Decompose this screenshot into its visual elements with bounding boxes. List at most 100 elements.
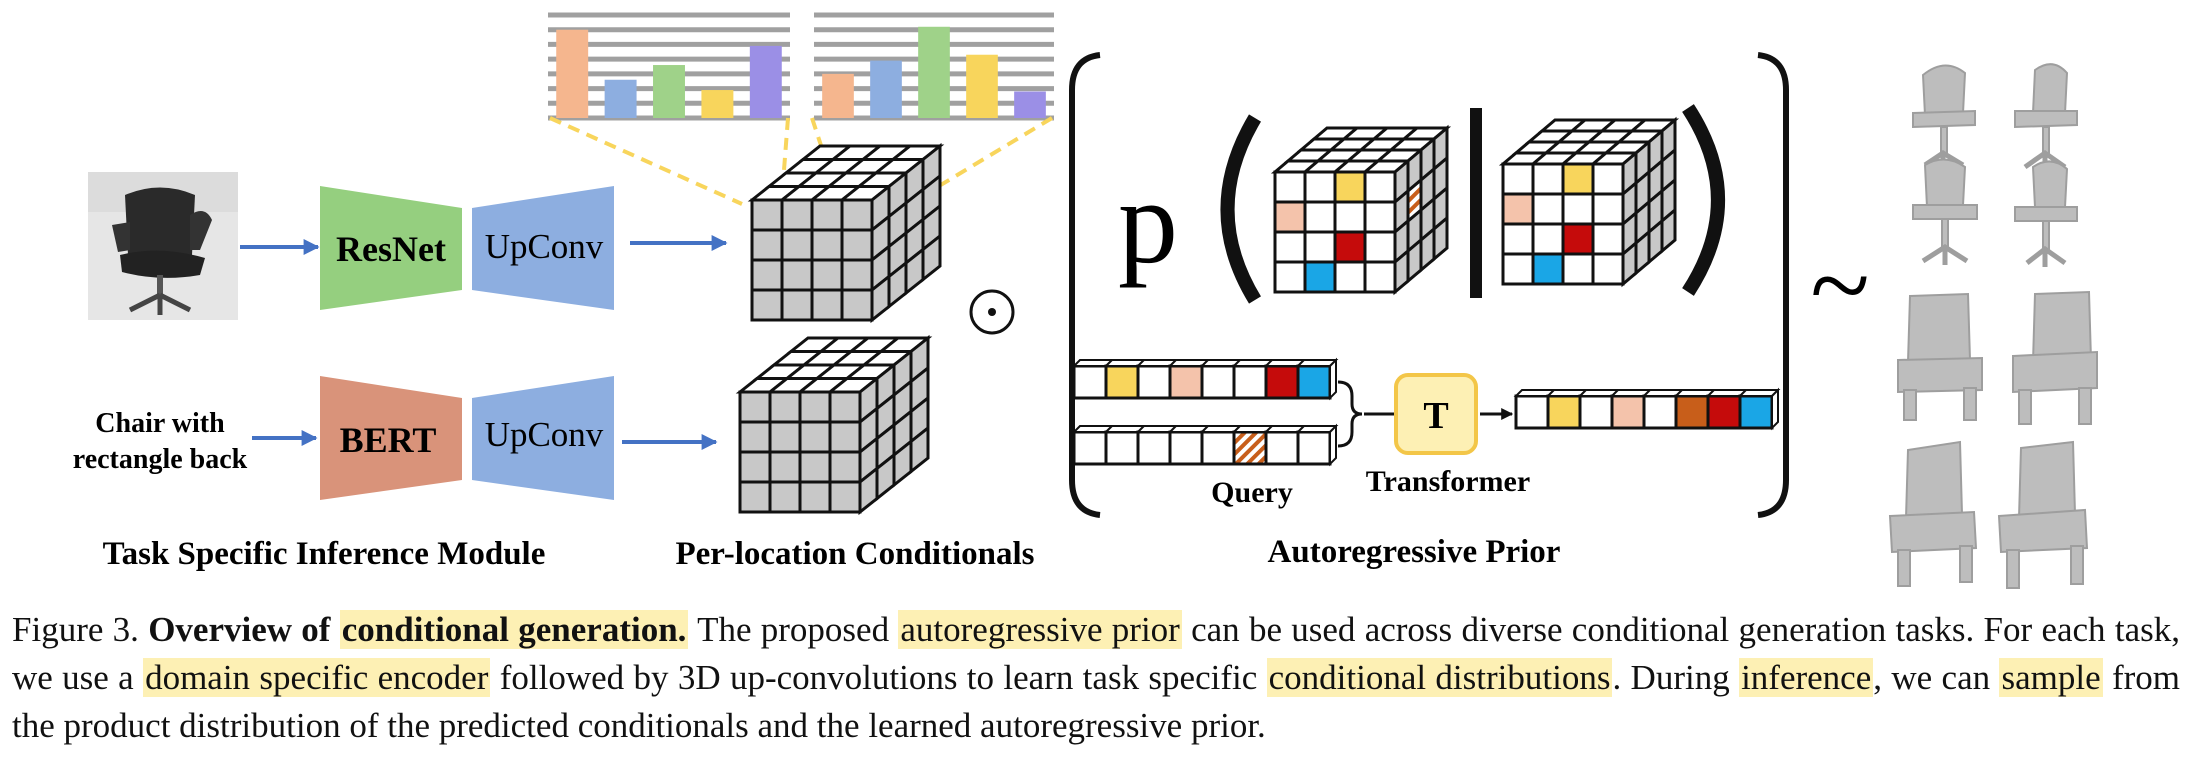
chair-photo [88, 172, 238, 320]
overview-figure: ResNet UpConv Chair with rectangle back … [73, 12, 2098, 589]
text-input-line-2: rectangle back [73, 444, 248, 475]
upconv-bottom-label: UpConv [485, 415, 604, 454]
cube-front-cell [738, 420, 772, 454]
inference-module-label: Task Specific Inference Module [103, 536, 546, 572]
cube-front-cell [840, 258, 874, 292]
chart-bar [822, 73, 854, 118]
prior-cube-condition [1498, 116, 1680, 288]
cube-front-cell [810, 198, 844, 232]
cube-front-cell [1333, 170, 1367, 204]
cube-side-cell [1660, 206, 1677, 255]
sequence-cell [1168, 430, 1204, 466]
sequence-cell [1232, 430, 1268, 466]
transformer-box [1394, 373, 1478, 455]
sequence-cell [1706, 394, 1742, 430]
caption-text-6: from the product distribution of the pre… [12, 658, 2180, 745]
sequence-cell [1136, 364, 1172, 400]
cube-front-cell [798, 450, 832, 484]
bert-block [320, 376, 462, 500]
cube-front-cell [780, 258, 814, 292]
generated-chair [1997, 440, 2089, 589]
chart-bar [604, 79, 637, 118]
cube-front-cell [780, 198, 814, 232]
cube-front-cell [1363, 170, 1397, 204]
chart-bar [556, 29, 589, 118]
cube-front-cell [1591, 222, 1625, 256]
prob-symbol: p [1118, 155, 1178, 288]
cube-front-cell [798, 390, 832, 424]
caption-highlight-3: conditional distributions [1266, 658, 1613, 697]
transformer-box-label: T [1423, 395, 1448, 437]
generated-chair [2014, 63, 2078, 171]
cube-front-cell [1501, 252, 1535, 286]
resnet-label: ResNet [336, 229, 446, 269]
caption-highlight-2: domain specific encoder [143, 658, 491, 697]
generated-chair [1897, 292, 1983, 421]
sequence-cell [1136, 430, 1172, 466]
sequence-cell [1738, 394, 1774, 430]
caption-title-a: Overview of [148, 610, 340, 649]
cube-front-cell [1273, 230, 1307, 264]
cube-front-cell [1591, 162, 1625, 196]
bar-chart-2 [814, 12, 1054, 121]
cube-front-cell [1501, 162, 1535, 196]
cube-front-cell [768, 450, 802, 484]
sequence-query [1071, 423, 1339, 467]
chart-bar [701, 90, 734, 118]
cube-front-cell [1531, 252, 1565, 286]
text-input-line-1: Chair with [95, 408, 225, 439]
cube-front-cell [828, 480, 862, 514]
cube-side-cell [1432, 214, 1449, 263]
conditional-cube-top [747, 142, 945, 324]
cube-front-cell [840, 198, 874, 232]
sequence-end [1329, 423, 1337, 467]
generated-chair [1888, 440, 1978, 587]
sequence-cell [1072, 364, 1108, 400]
caption-text-5: , we can [1873, 658, 2000, 697]
cube-front-cell [828, 450, 862, 484]
caption-text-3: followed by 3D up-convolutions to learn … [490, 658, 1267, 697]
sequence-end [1329, 357, 1337, 401]
conditionals-label: Per-location Conditionals [675, 536, 1034, 572]
upconv-bottom-block [472, 376, 614, 500]
cube-front-cell [840, 228, 874, 262]
cube-front-cell [1531, 192, 1565, 226]
sequence-cell [1168, 364, 1204, 400]
cube-front-cell [1363, 230, 1397, 264]
cube-front-cell [1531, 162, 1565, 196]
generated-chair [1912, 158, 1978, 265]
merge-brace [1337, 380, 1363, 448]
chart-bar [653, 65, 685, 118]
sequence-top [1071, 357, 1339, 401]
generated-chair [2012, 290, 2098, 425]
cube-front-cell [1303, 170, 1337, 204]
sequence-cell [1546, 394, 1582, 430]
cube-front-cell [750, 288, 784, 322]
cube-front-cell [738, 480, 772, 514]
cube-front-cell [768, 480, 802, 514]
query-label: Query [1211, 476, 1293, 509]
sequence-cell [1610, 394, 1646, 430]
cube-front-cell [1591, 192, 1625, 226]
cube-side-cell [909, 424, 930, 475]
cube-front-cell [780, 288, 814, 322]
cube-front-cell [768, 420, 802, 454]
bar-chart-1 [548, 12, 790, 121]
cube-front-cell [798, 480, 832, 514]
cube-front-cell [810, 258, 844, 292]
cube-front-cell [1273, 200, 1307, 234]
cube-front-cell [1561, 252, 1595, 286]
sequence-end [1771, 387, 1779, 431]
cube-front-cell [1501, 222, 1535, 256]
cube-front-cell [750, 198, 784, 232]
cube-front-cell [738, 390, 772, 424]
sequence-cell [1232, 364, 1268, 400]
chart-bar [870, 60, 902, 118]
sequence-cell [1264, 430, 1300, 466]
caption-highlight-5: sample [1999, 658, 2103, 697]
cube-front-cell [828, 420, 862, 454]
chart-bar [1014, 91, 1046, 118]
cube-front-cell [738, 450, 772, 484]
caption-highlight-1: autoregressive prior [898, 610, 1182, 649]
transformer-label: Transformer [1366, 465, 1530, 498]
